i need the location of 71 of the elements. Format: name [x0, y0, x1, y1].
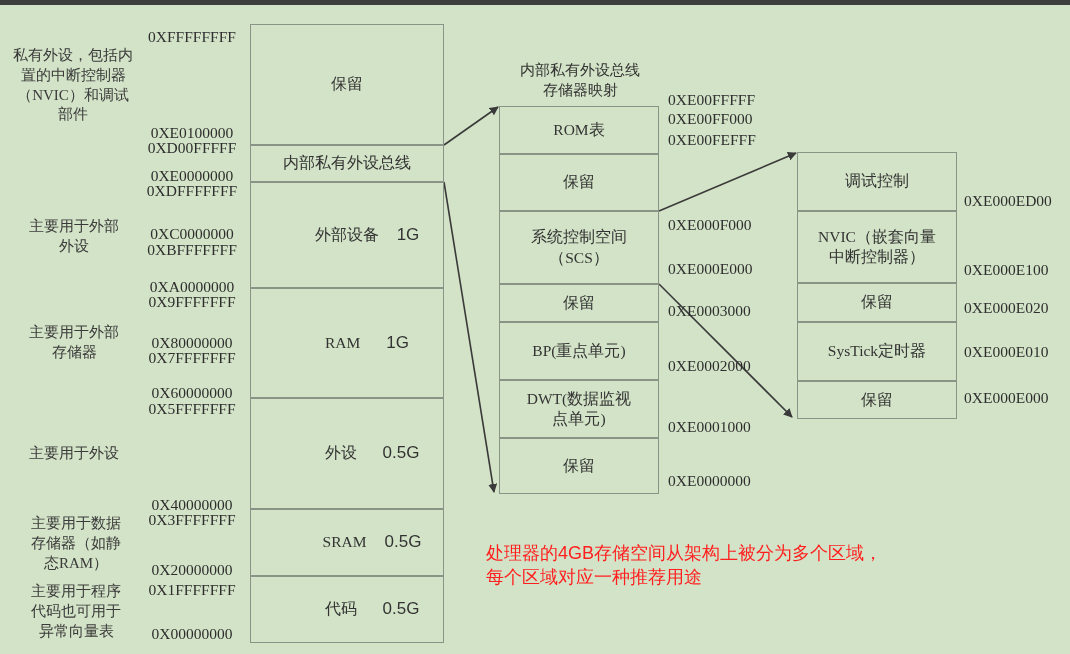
region-name: NVIC（嵌套向量中断控制器） [817, 226, 937, 267]
region-name: 外设 [324, 443, 357, 464]
address-label: 0XFFFFFFFF [147, 26, 237, 47]
region-name: 保留 [563, 172, 595, 193]
arrow [443, 181, 498, 493]
memory-region [797, 381, 957, 419]
size-label: 0.5G [382, 442, 420, 465]
memory-region [499, 106, 659, 154]
region-description: 私有外设，包括内置的中断控制器（NVIC）和调试部件 [12, 46, 134, 125]
address-label: 0X20000000 [150, 559, 234, 580]
memory-region [250, 182, 444, 288]
region-name: 保留 [861, 292, 893, 313]
region-name: SysTick定时器 [827, 341, 927, 362]
arrow [443, 106, 499, 146]
address-label: 0XE00FEFFF [668, 129, 757, 150]
address-label: 0X00000000 [150, 623, 234, 644]
region-description: 主要用于外部存储器 [28, 323, 120, 362]
memory-region [499, 284, 659, 322]
region-name: SRAM [322, 532, 367, 553]
address-label: 0XE000ED00 [964, 190, 1053, 211]
region-description: 主要用于数据存储器（如静态RAM） [30, 514, 122, 573]
region-name: 保留 [861, 389, 893, 410]
memory-region [499, 438, 659, 494]
address-label: 0XE000E020 [964, 297, 1050, 318]
region-name: RAM [325, 332, 361, 353]
memory-region [797, 322, 957, 381]
memory-region [797, 211, 957, 283]
address-label: 0XE0000000 [668, 470, 752, 491]
address-label: 0XE000E000 [668, 258, 754, 279]
memory-region [250, 509, 444, 576]
size-label: 1G [386, 331, 409, 354]
region-name: ROM表 [553, 119, 605, 140]
region-name: 保留 [563, 292, 595, 313]
region-name: 系统控制空间（SCS） [530, 227, 628, 268]
address-label: 0XE000E000 [964, 387, 1050, 408]
region-description: 主要用于外部外设 [28, 217, 120, 256]
memory-region [250, 576, 444, 643]
memory-region [499, 380, 659, 438]
memory-region [250, 24, 444, 145]
note-text: 处理器的4GB存储空间从架构上被分为多个区域，每个区域对应一种推荐用途 [486, 542, 884, 589]
memory-region [250, 288, 444, 398]
memory-region [797, 152, 957, 211]
size-label: 1G [396, 223, 420, 246]
region-description: 主要用于程序代码也可用于异常向量表 [30, 582, 122, 641]
address-label: 0XE000E010 [964, 341, 1050, 362]
region-name: 保留 [331, 74, 363, 95]
address-label: 0X1FFFFFFF [147, 579, 237, 600]
memory-region [499, 211, 659, 284]
memory-region [499, 154, 659, 211]
region-name: 内部私有外设总线 [283, 153, 411, 174]
address-label: 0XE000E100 [964, 259, 1050, 280]
region-name: 外部设备 [314, 224, 379, 245]
region-name: 保留 [563, 455, 595, 476]
size-label: 0.5G [382, 598, 420, 621]
region-name: DWT(数据监视点单元) [525, 388, 633, 429]
size-label: 0.5G [384, 531, 422, 554]
memory-region [250, 145, 444, 182]
arrow [658, 152, 797, 212]
address-label: 0XE00FFFFF [668, 89, 756, 110]
region-name: 调试控制 [845, 171, 909, 192]
arrow [658, 283, 793, 418]
address-label: 0XE000F000 [668, 214, 753, 235]
section-heading: 内部私有外设总线存储器映射 [519, 61, 641, 100]
memory-region [499, 322, 659, 380]
memory-region [250, 398, 444, 509]
region-name: BP(重点单元) [532, 340, 626, 361]
memory-region [797, 283, 957, 322]
address-label: 0XE00FF000 [668, 108, 754, 129]
address-label: 0XE0001000 [668, 416, 752, 437]
region-description: 主要用于外设 [28, 444, 120, 464]
region-name: 代码 [324, 599, 357, 620]
